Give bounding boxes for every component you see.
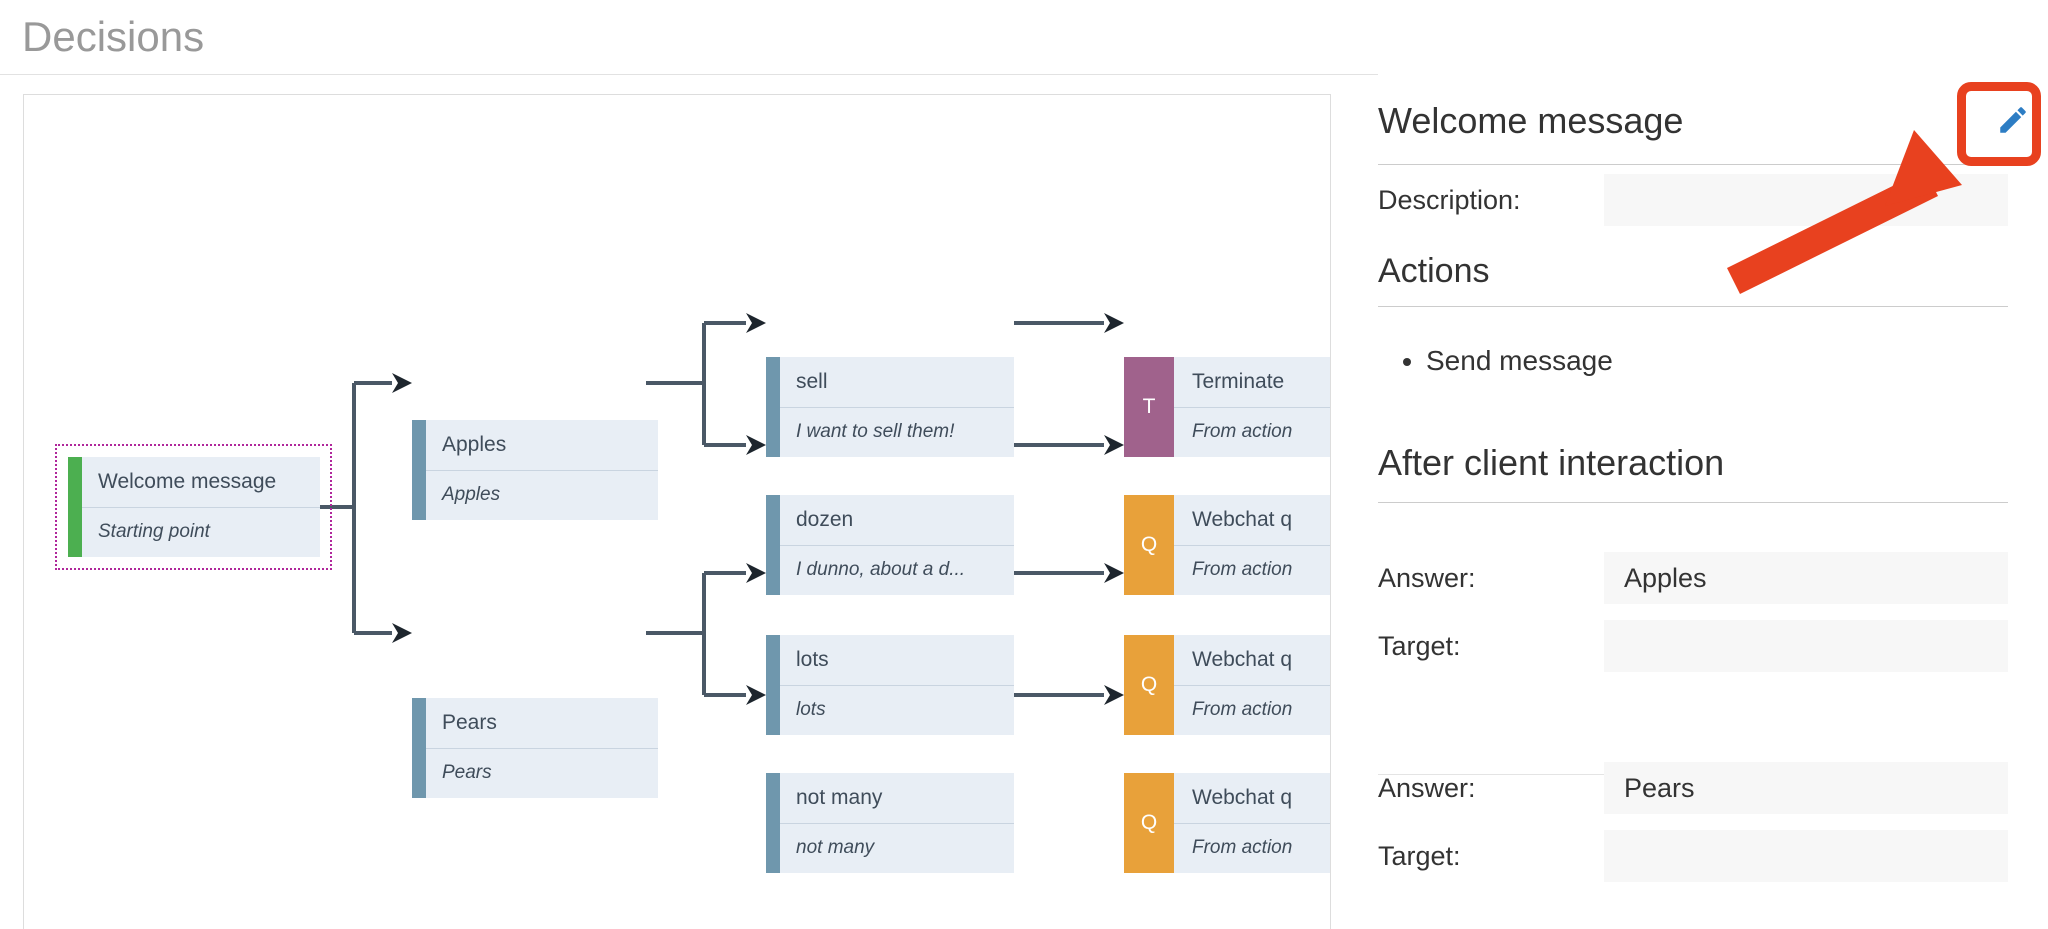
node-subtitle: From action xyxy=(1192,837,1293,859)
description-label: Description: xyxy=(1378,184,1521,215)
page-title: Decisions xyxy=(22,13,205,60)
node-title: Pears xyxy=(426,698,658,749)
node-subtitle: not many xyxy=(796,837,875,859)
node-accent-bar xyxy=(412,698,426,798)
node-subtitle: Apples xyxy=(442,484,501,506)
flowchart-canvas[interactable]: Welcome message Starting point Apples Ap… xyxy=(23,94,1331,929)
branch-target-row: Target: xyxy=(1378,830,2008,882)
branch-target-row: Target: xyxy=(1378,620,2008,672)
node-accent-bar xyxy=(766,635,780,735)
node-title: sell xyxy=(780,357,1014,408)
flow-node-terminate[interactable]: T Terminate From action xyxy=(1124,357,1330,457)
node-subtitle: From action xyxy=(1192,699,1293,721)
selection-marquee xyxy=(55,444,332,570)
node-accent-bar xyxy=(766,495,780,595)
description-field[interactable] xyxy=(1604,174,2008,226)
branch-answer-row: Answer: Apples xyxy=(1378,552,2008,604)
node-subtitle: Pears xyxy=(442,762,492,784)
node-title: Terminate xyxy=(1174,357,1330,408)
actions-heading: Actions xyxy=(1378,252,1490,290)
target-label: Target: xyxy=(1378,840,1461,871)
title-divider xyxy=(0,74,2048,75)
node-title: dozen xyxy=(780,495,1014,546)
node-subtitle: From action xyxy=(1192,559,1293,581)
detail-header: Welcome message xyxy=(1378,90,2044,158)
flow-node-webchat-q-2[interactable]: Q Webchat q From action xyxy=(1124,635,1330,735)
node-accent-bar xyxy=(68,457,82,557)
after-interaction-heading: After client interaction xyxy=(1378,442,1725,483)
flow-node-pears[interactable]: Pears Pears xyxy=(412,698,658,798)
node-title: Webchat q xyxy=(1174,495,1330,546)
description-row: Description: xyxy=(1378,174,2008,226)
question-badge: Q xyxy=(1124,635,1174,735)
node-title: Webchat q xyxy=(1174,635,1330,686)
node-subtitle: Starting point xyxy=(98,521,210,543)
detail-header-divider xyxy=(1378,164,2008,165)
node-title: not many xyxy=(780,773,1014,824)
after-interaction-divider xyxy=(1378,502,2008,503)
node-subtitle: From action xyxy=(1192,421,1293,443)
list-item[interactable]: Send message xyxy=(1426,342,1613,380)
actions-divider xyxy=(1378,306,2008,307)
flow-node-lots[interactable]: lots lots xyxy=(766,635,1014,735)
flow-node-webchat-q-1[interactable]: Q Webchat q From action xyxy=(1124,495,1330,595)
flow-node-not-many[interactable]: not many not many xyxy=(766,773,1014,873)
flow-node-welcome-message[interactable]: Welcome message Starting point xyxy=(68,457,320,557)
node-subtitle: I dunno, about a d... xyxy=(796,559,966,581)
edit-button[interactable] xyxy=(1982,90,2044,152)
node-subtitle: lots xyxy=(796,699,826,721)
flow-node-dozen[interactable]: dozen I dunno, about a d... xyxy=(766,495,1014,595)
node-accent-bar xyxy=(766,773,780,873)
answer-label: Answer: xyxy=(1378,772,1476,803)
node-accent-bar xyxy=(412,420,426,520)
question-badge: Q xyxy=(1124,773,1174,873)
answer-field[interactable]: Apples xyxy=(1604,552,2008,604)
detail-title: Welcome message xyxy=(1378,100,1684,141)
answer-label: Answer: xyxy=(1378,562,1476,593)
node-accent-bar xyxy=(766,357,780,457)
actions-list: Send message xyxy=(1378,342,1613,380)
flow-node-apples[interactable]: Apples Apples xyxy=(412,420,658,520)
target-field[interactable] xyxy=(1604,620,2008,672)
pencil-icon xyxy=(1996,103,2030,140)
flow-node-sell[interactable]: sell I want to sell them! xyxy=(766,357,1014,457)
node-title: lots xyxy=(780,635,1014,686)
terminate-badge: T xyxy=(1124,357,1174,457)
branch-answer-row: Answer: Pears xyxy=(1378,762,2008,814)
node-title: Apples xyxy=(426,420,658,471)
node-title: Welcome message xyxy=(82,457,320,508)
node-title: Webchat q xyxy=(1174,773,1330,824)
node-subtitle: I want to sell them! xyxy=(796,421,955,443)
target-label: Target: xyxy=(1378,630,1461,661)
answer-field[interactable]: Pears xyxy=(1604,762,2008,814)
flow-node-webchat-q-3[interactable]: Q Webchat q From action xyxy=(1124,773,1330,873)
question-badge: Q xyxy=(1124,495,1174,595)
target-field[interactable] xyxy=(1604,830,2008,882)
detail-panel: Welcome message Description: Actions Sen… xyxy=(1378,74,2048,928)
